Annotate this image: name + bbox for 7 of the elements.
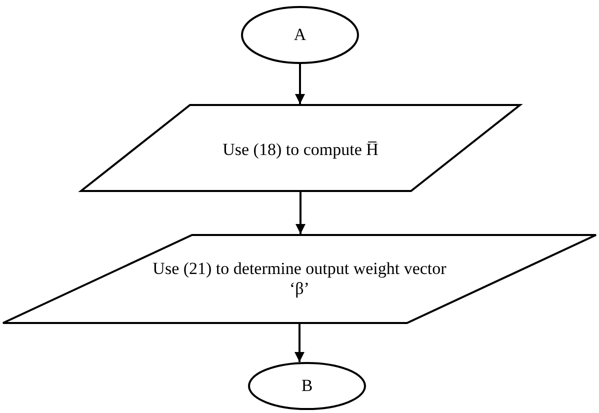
arrow — [295, 64, 305, 104]
node-text: Use (21) to determine output weight vector ‘β’ — [152, 259, 448, 299]
node-text: B — [301, 376, 313, 396]
arrow — [294, 324, 304, 362]
arrow — [296, 192, 306, 234]
node-text: A — [294, 25, 306, 45]
node-text: Use (18) to compute H̅ — [222, 140, 378, 160]
